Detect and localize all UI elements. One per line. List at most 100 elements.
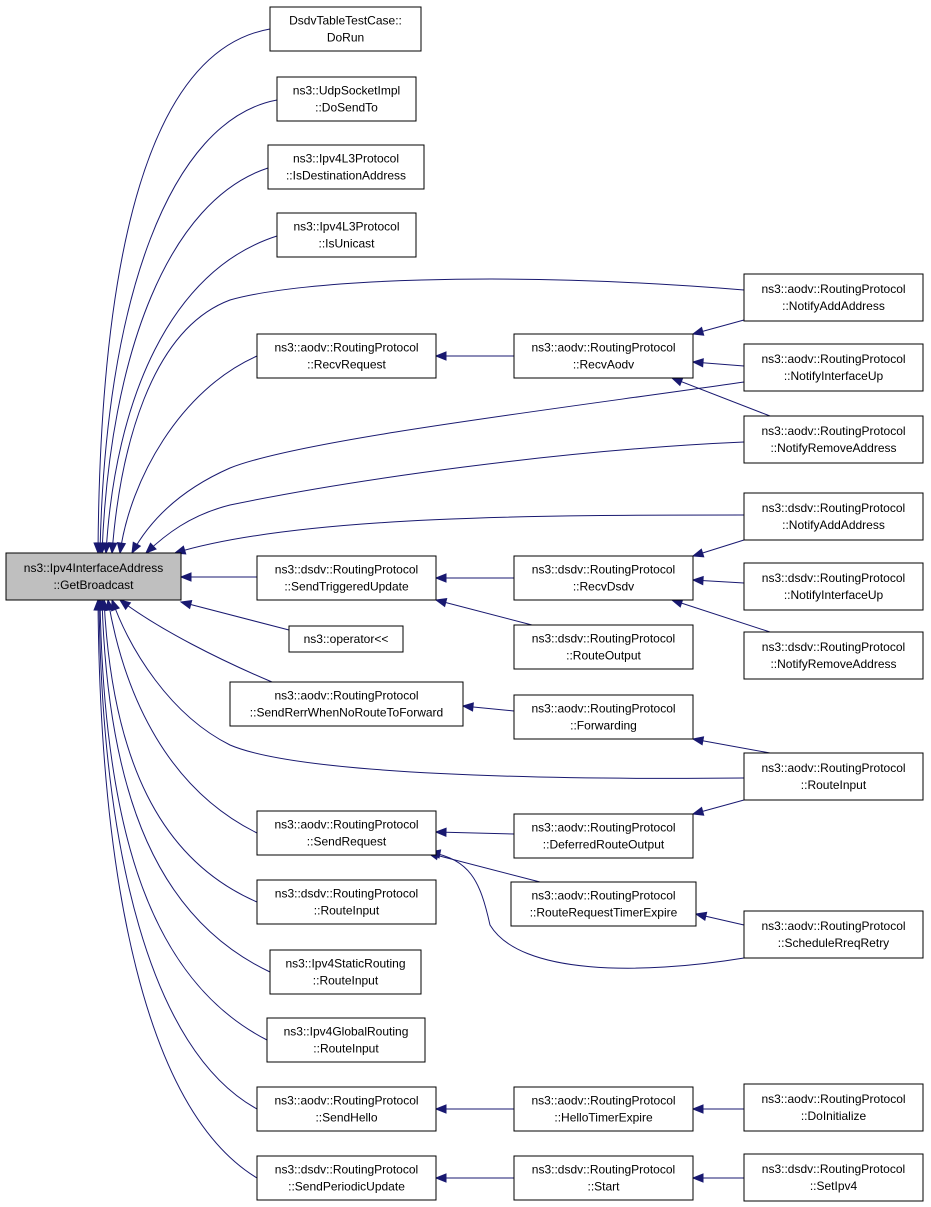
node-aodv-doinitialize[interactable]: ns3::aodv::RoutingProtocol::DoInitialize: [743, 1083, 924, 1132]
node-box[interactable]: [256, 879, 437, 925]
node-root[interactable]: ns3::Ipv4InterfaceAddress::GetBroadcast: [5, 552, 182, 601]
node-label-line: ::RouteInput: [313, 974, 379, 988]
node-label-line: ns3::aodv::RoutingProtocol: [274, 341, 418, 355]
node-label-line: ::GetBroadcast: [53, 578, 134, 592]
node-aodv-recvaodv[interactable]: ns3::aodv::RoutingProtocol::RecvAodv: [513, 333, 694, 379]
node-aodv-deferred[interactable]: ns3::aodv::RoutingProtocol::DeferredRout…: [513, 813, 694, 859]
edge-dsdv-sendperiodic-to-root: [93, 598, 258, 1179]
node-dsdv-notifyremove[interactable]: ns3::dsdv::RoutingProtocol::NotifyRemove…: [743, 631, 924, 680]
node-box[interactable]: [269, 6, 422, 52]
node-label-line: ns3::Ipv4InterfaceAddress: [24, 561, 163, 575]
node-box[interactable]: [743, 1153, 924, 1202]
node-label-line: ::SetIpv4: [810, 1179, 858, 1193]
node-box[interactable]: [513, 555, 694, 601]
node-label-line: ::NotifyRemoveAddress: [770, 657, 896, 671]
node-box[interactable]: [513, 1086, 694, 1132]
edge-line: [111, 278, 745, 554]
node-dsdv-notifyadd[interactable]: ns3::dsdv::RoutingProtocol::NotifyAddAdd…: [743, 492, 924, 541]
node-dsdv-routeinput[interactable]: ns3::dsdv::RoutingProtocol::RouteInput: [256, 879, 437, 925]
node-label-line: ns3::dsdv::RoutingProtocol: [762, 1162, 905, 1176]
edge-aodv-routeinput-to-aodv-forwarding: [691, 736, 771, 754]
node-box[interactable]: [256, 1086, 437, 1132]
node-aodv-recvrequest[interactable]: ns3::aodv::RoutingProtocol::RecvRequest: [256, 333, 437, 379]
node-box[interactable]: [513, 813, 694, 859]
nodes-layer: ns3::Ipv4InterfaceAddress::GetBroadcast D…: [5, 6, 924, 1202]
node-dsdv-recvdsdv[interactable]: ns3::dsdv::RoutingProtocol::RecvDsdv: [513, 555, 694, 601]
node-box[interactable]: [743, 562, 924, 611]
node-box[interactable]: [229, 681, 464, 727]
node-label-line: ::DeferredRouteOutput: [543, 838, 665, 852]
node-box[interactable]: [513, 1155, 694, 1201]
node-dsdv-notifyup[interactable]: ns3::dsdv::RoutingProtocol::NotifyInterf…: [743, 562, 924, 611]
node-label-line: ::NotifyAddAddress: [782, 299, 885, 313]
node-box[interactable]: [267, 144, 425, 190]
arrowhead: [691, 358, 704, 368]
node-box[interactable]: [256, 810, 437, 856]
node-box[interactable]: [256, 333, 437, 379]
node-aodv-routeinput[interactable]: ns3::aodv::RoutingProtocol::RouteInput: [743, 752, 924, 801]
node-box[interactable]: [256, 1155, 437, 1201]
node-aodv-sendhello[interactable]: ns3::aodv::RoutingProtocol::SendHello: [256, 1086, 437, 1132]
node-aodv-notifyadd[interactable]: ns3::aodv::RoutingProtocol::NotifyAddAdd…: [743, 273, 924, 322]
node-box[interactable]: [513, 624, 694, 670]
edge-aodv-recvrequest-to-root: [116, 355, 258, 555]
node-box[interactable]: [743, 631, 924, 680]
node-label-line: ns3::aodv::RoutingProtocol: [274, 689, 418, 703]
node-static-routeinput[interactable]: ns3::Ipv4StaticRouting::RouteInput: [269, 949, 422, 995]
edge-line: [99, 599, 268, 1041]
node-aodv-sendrerr[interactable]: ns3::aodv::RoutingProtocol::SendRerrWhen…: [229, 681, 464, 727]
node-box[interactable]: [510, 881, 697, 927]
edge-line: [99, 99, 278, 554]
node-box[interactable]: [256, 555, 437, 601]
node-box[interactable]: [743, 273, 924, 322]
node-dsdvtable-dorun[interactable]: DsdvTableTestCase::DoRun: [269, 6, 422, 52]
node-aodv-schedulerreq[interactable]: ns3::aodv::RoutingProtocol::ScheduleRreq…: [743, 910, 924, 959]
node-label-line: ::ScheduleRreqRetry: [778, 936, 889, 950]
node-dsdv-setipv4[interactable]: ns3::dsdv::RoutingProtocol::SetIpv4: [743, 1153, 924, 1202]
node-box[interactable]: [269, 949, 422, 995]
node-box[interactable]: [743, 415, 924, 464]
node-box[interactable]: [743, 752, 924, 801]
node-aodv-hellotimer[interactable]: ns3::aodv::RoutingProtocol::HelloTimerEx…: [513, 1086, 694, 1132]
edge-aodv-hellotimer-to-aodv-sendhello: [434, 1104, 514, 1114]
node-aodv-sendrequest[interactable]: ns3::aodv::RoutingProtocol::SendRequest: [256, 810, 437, 856]
node-dsdv-sendtriggered[interactable]: ns3::dsdv::RoutingProtocol::SendTriggere…: [256, 555, 437, 601]
node-box[interactable]: [266, 1017, 426, 1063]
node-box[interactable]: [743, 492, 924, 541]
node-label-line: ::RouteInput: [313, 1042, 379, 1056]
node-label-line: ns3::aodv::RoutingProtocol: [761, 352, 905, 366]
node-label-line: ns3::aodv::RoutingProtocol: [761, 424, 905, 438]
node-global-routeinput[interactable]: ns3::Ipv4GlobalRouting::RouteInput: [266, 1017, 426, 1063]
node-dsdv-start[interactable]: ns3::dsdv::RoutingProtocol::Start: [513, 1155, 694, 1201]
node-box[interactable]: [288, 625, 404, 653]
node-label-line: ns3::aodv::RoutingProtocol: [761, 282, 905, 296]
node-operator-shift[interactable]: ns3::operator<<: [288, 625, 404, 653]
node-label-line: ::NotifyInterfaceUp: [784, 369, 884, 383]
node-box[interactable]: [743, 343, 924, 392]
node-dsdv-sendperiodic[interactable]: ns3::dsdv::RoutingProtocol::SendPeriodic…: [256, 1155, 437, 1201]
node-label-line: ns3::aodv::RoutingProtocol: [531, 821, 675, 835]
arrowhead: [691, 1173, 704, 1183]
node-ipv4l3-isdest[interactable]: ns3::Ipv4L3Protocol::IsDestinationAddres…: [267, 144, 425, 190]
edge-line: [427, 852, 541, 883]
node-aodv-rreqtimer[interactable]: ns3::aodv::RoutingProtocol::RouteRequest…: [510, 881, 697, 927]
node-aodv-forwarding[interactable]: ns3::aodv::RoutingProtocol::Forwarding: [513, 694, 694, 740]
node-label-line: ::RecvDsdv: [573, 580, 634, 594]
node-box[interactable]: [5, 552, 182, 601]
node-ipv4l3-isunicast[interactable]: ns3::Ipv4L3Protocol::IsUnicast: [276, 212, 417, 258]
node-udp-dosendto[interactable]: ns3::UdpSocketImpl::DoSendTo: [276, 76, 417, 122]
arrowhead: [434, 573, 447, 583]
node-box[interactable]: [513, 694, 694, 740]
node-aodv-notifyremove[interactable]: ns3::aodv::RoutingProtocol::NotifyRemove…: [743, 415, 924, 464]
edge-line: [671, 599, 771, 633]
node-box[interactable]: [276, 212, 417, 258]
node-label-line: ns3::aodv::RoutingProtocol: [761, 1092, 905, 1106]
arrowhead: [461, 702, 474, 712]
node-box[interactable]: [276, 76, 417, 122]
node-box[interactable]: [743, 910, 924, 959]
edges-layer: [93, 28, 771, 1183]
node-aodv-notifyup[interactable]: ns3::aodv::RoutingProtocol::NotifyInterf…: [743, 343, 924, 392]
node-box[interactable]: [513, 333, 694, 379]
node-dsdv-routeoutput[interactable]: ns3::dsdv::RoutingProtocol::RouteOutput: [513, 624, 694, 670]
node-box[interactable]: [743, 1083, 924, 1132]
